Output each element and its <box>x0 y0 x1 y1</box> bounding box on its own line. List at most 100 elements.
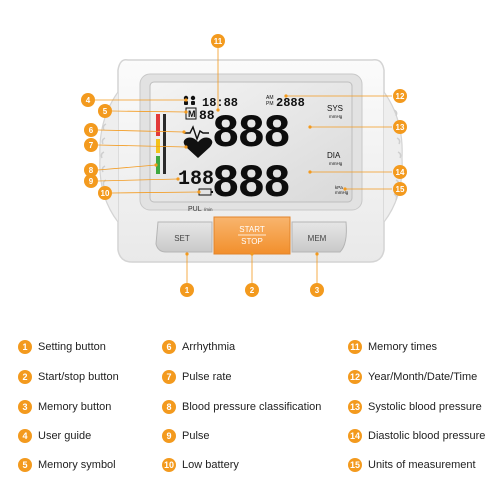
class-bar-green <box>156 156 160 174</box>
legend-badge-12: 12 <box>348 370 362 384</box>
legend-badge-3: 3 <box>18 400 32 414</box>
callout-3: 3 <box>310 283 324 297</box>
dia-unit: mmHg <box>329 161 343 166</box>
callout-2: 2 <box>245 283 259 297</box>
legend-badge-9: 9 <box>162 429 176 443</box>
callout-11: 11 <box>211 34 225 48</box>
legend-label-4: User guide <box>38 430 92 442</box>
systolic-digits: 888 <box>212 108 289 160</box>
pm-label: PM <box>266 101 274 107</box>
svg-text:12: 12 <box>396 92 405 101</box>
svg-text:5: 5 <box>103 107 108 116</box>
svg-text:6: 6 <box>89 126 94 135</box>
legend-label-3: Memory button <box>38 401 112 413</box>
legend-item-9: 9 Pulse <box>162 429 210 443</box>
pulse-digits: 188 <box>178 168 214 191</box>
svg-text:7: 7 <box>89 141 94 150</box>
memory-symbol: M <box>188 109 196 119</box>
legend-badge-14: 14 <box>348 429 362 443</box>
callout-15: 15 <box>393 182 407 196</box>
date-right-digits: 2888 <box>276 96 305 110</box>
svg-text:3: 3 <box>315 286 320 295</box>
callout-10: 10 <box>98 186 112 200</box>
callout-14: 14 <box>393 165 407 179</box>
legend-label-2: Start/stop button <box>38 371 119 383</box>
legend-label-12: Year/Month/Date/Time <box>368 371 478 383</box>
legend-badge-6: 6 <box>162 340 176 354</box>
legend-badge-1: 1 <box>18 340 32 354</box>
svg-text:8: 8 <box>89 166 94 175</box>
arrhythmia-icon <box>184 125 209 142</box>
callout-13: 13 <box>393 120 407 134</box>
svg-text:9: 9 <box>89 177 94 186</box>
callout-12: 12 <box>393 89 407 103</box>
legend-item-12: 12 Year/Month/Date/Time <box>348 370 477 384</box>
callout-badges: 11 4 5 6 7 8 9 10 12 13 14 15 1 2 3 <box>81 34 407 297</box>
class-bar-red <box>156 114 160 136</box>
lcd-display <box>139 73 363 211</box>
svg-text:13: 13 <box>396 123 405 132</box>
svg-text:1: 1 <box>185 286 190 295</box>
legend-label-7: Pulse rate <box>182 371 232 383</box>
legend-label-5: Memory symbol <box>38 459 116 471</box>
pul-unit: /min <box>204 207 213 212</box>
svg-text:4: 4 <box>86 96 91 105</box>
heart-icon <box>183 137 213 158</box>
svg-text:2: 2 <box>250 286 255 295</box>
callout-4: 4 <box>81 93 95 107</box>
am-label: AM <box>266 95 274 101</box>
legend-item-6: 6 Arrhythmia <box>162 340 235 354</box>
device-illustration: 18:88 AM PM 2888 M 88 188 888 888 SYS mm… <box>81 34 407 297</box>
callout-5: 5 <box>98 104 112 118</box>
svg-text:11: 11 <box>214 37 223 46</box>
legend-item-11: 11 Memory times <box>348 340 437 354</box>
legend-item-2: 2 Start/stop button <box>18 370 119 384</box>
legend-label-13: Systolic blood pressure <box>368 401 482 413</box>
dia-label: DIA <box>327 151 341 160</box>
legend-label-14: Diastolic blood pressure <box>368 430 486 442</box>
callout-6: 6 <box>84 123 98 137</box>
legend-item-8: 8 Blood pressure classification <box>162 400 321 414</box>
legend-label-10: Low battery <box>182 459 239 471</box>
legend-label-8: Blood pressure classification <box>182 401 322 413</box>
callout-1: 1 <box>180 283 194 297</box>
svg-text:14: 14 <box>396 168 405 177</box>
svg-text:10: 10 <box>101 189 110 198</box>
legend-label-11: Memory times <box>368 341 438 353</box>
legend-label-15: Units of measurement <box>368 459 476 471</box>
set-button-label: SET <box>174 234 190 243</box>
stop-button-label: STOP <box>241 237 263 246</box>
legend-item-10: 10 Low battery <box>162 458 239 472</box>
diastolic-digits: 888 <box>212 158 289 210</box>
mem-button[interactable]: MEM <box>291 221 347 253</box>
legend-item-14: 14 Diastolic blood pressure <box>348 429 485 443</box>
legend-badge-8: 8 <box>162 400 176 414</box>
legend-item-15: 15 Units of measurement <box>348 458 476 472</box>
svg-text:15: 15 <box>396 185 405 194</box>
kpa-unit: kPa <box>335 185 343 190</box>
legend-item-13: 13 Systolic blood pressure <box>348 400 482 414</box>
legend-item-3: 3 Memory button <box>18 400 111 414</box>
legend-badge-11: 11 <box>348 340 362 354</box>
mmhg-unit: mmHg <box>335 190 349 195</box>
sys-label: SYS <box>327 104 343 113</box>
legend-label-6: Arrhythmia <box>182 341 236 353</box>
legend-badge-2: 2 <box>18 370 32 384</box>
callout-9: 9 <box>84 174 98 188</box>
legend-badge-5: 5 <box>18 458 32 472</box>
set-button[interactable]: SET <box>155 221 213 253</box>
sys-unit: mmHg <box>329 114 343 119</box>
legend-badge-10: 10 <box>162 458 176 472</box>
legend-badge-15: 15 <box>348 458 362 472</box>
legend-label-9: Pulse <box>182 430 210 442</box>
legend-item-5: 5 Memory symbol <box>18 458 116 472</box>
mem-button-label: MEM <box>308 234 327 243</box>
pul-label: PUL <box>188 206 202 213</box>
legend-badge-13: 13 <box>348 400 362 414</box>
date-top-digits: 18:88 <box>202 96 238 110</box>
callout-lines <box>95 48 392 284</box>
callout-8: 8 <box>84 163 98 177</box>
start-stop-button[interactable]: START STOP <box>213 216 291 255</box>
